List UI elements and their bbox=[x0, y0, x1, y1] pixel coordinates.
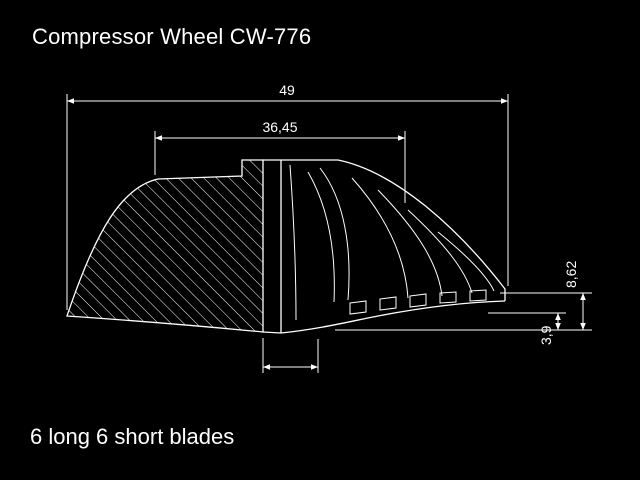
dimension-label-inducer: 36,45 bbox=[262, 119, 297, 135]
blade-edge-1 bbox=[289, 164, 297, 321]
blade-root-notch-2 bbox=[379, 296, 397, 311]
dimension-bore bbox=[262, 338, 319, 373]
dimension-tip-height: 8,62 bbox=[335, 261, 592, 331]
dimension-blade-exit-height: 3,9 bbox=[488, 312, 566, 345]
hub-cross-section bbox=[66, 159, 282, 334]
blade-edge-7 bbox=[437, 231, 495, 292]
blade-root-notch-1 bbox=[349, 300, 367, 315]
dimension-label-tip-height: 8,62 bbox=[563, 261, 579, 288]
blade-root-notch-4 bbox=[439, 291, 457, 304]
blade-edge-3 bbox=[319, 167, 350, 301]
blade-root-notch-5 bbox=[469, 289, 487, 302]
blade-edge-6 bbox=[407, 209, 473, 294]
blade-edge-2 bbox=[307, 171, 335, 303]
dimension-label-overall: 49 bbox=[279, 82, 295, 98]
blade-profile bbox=[280, 159, 506, 334]
blade-tip-contour bbox=[281, 159, 506, 301]
blade-edge-4 bbox=[351, 177, 409, 299]
dimension-inducer-width: 36,45 bbox=[154, 119, 406, 203]
page-title: Compressor Wheel CW-776 bbox=[32, 24, 312, 49]
dimension-overall-width: 49 bbox=[66, 82, 509, 310]
hub-section-outline bbox=[66, 159, 264, 333]
blade-count-caption: 6 long 6 short blades bbox=[30, 424, 235, 449]
hub-exducer-contour bbox=[280, 300, 506, 334]
blade-root-notch-3 bbox=[409, 293, 427, 308]
dimension-label-blade-exit: 3,9 bbox=[538, 325, 554, 345]
hub-bottom-line bbox=[262, 331, 282, 334]
blade-edge-5 bbox=[377, 189, 443, 297]
